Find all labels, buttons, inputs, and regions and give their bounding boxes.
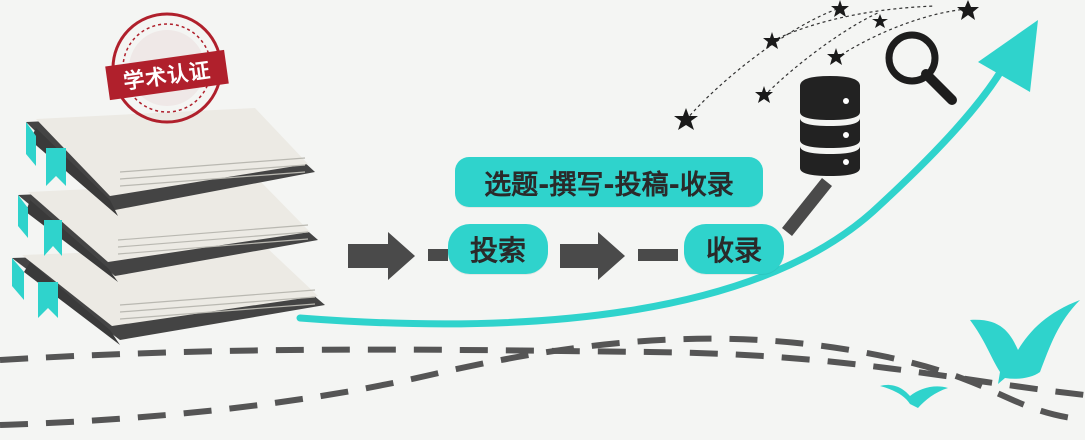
growth-arrow-icon xyxy=(296,20,1038,328)
star-icon xyxy=(827,48,845,65)
star-icon xyxy=(957,0,979,20)
process-summary-label: 选题-撰写-投稿-收录 xyxy=(455,157,763,207)
flow-arrows xyxy=(348,178,832,280)
magnifier-icon xyxy=(885,31,957,105)
dashed-path-lines xyxy=(0,335,1085,428)
connector-1 xyxy=(428,249,448,261)
stars xyxy=(674,0,979,130)
step-label-2: 收录 xyxy=(684,224,784,274)
star-icon xyxy=(872,14,888,28)
arrow-1 xyxy=(348,232,415,280)
database-icon xyxy=(800,76,860,176)
star-icon xyxy=(755,86,773,103)
star-icon xyxy=(831,0,849,17)
connector-to-database xyxy=(782,178,832,236)
book-stack-icon xyxy=(12,108,325,345)
connector-2 xyxy=(638,249,678,261)
arrow-2 xyxy=(560,232,625,280)
star-trails xyxy=(685,5,969,121)
step-label-1: 投索 xyxy=(448,224,548,274)
star-icon xyxy=(763,32,781,49)
star-icon xyxy=(674,108,698,130)
bird-icon xyxy=(970,300,1080,384)
bird-icon xyxy=(880,384,948,408)
